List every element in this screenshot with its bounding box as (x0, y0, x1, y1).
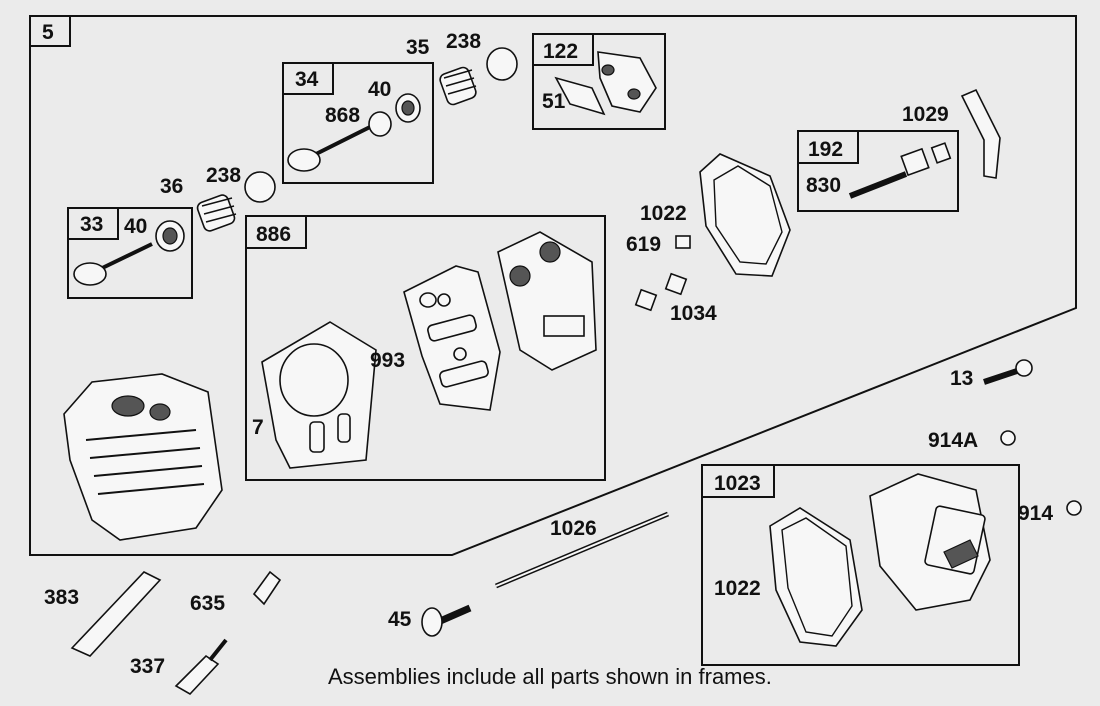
label-51: 51 (542, 90, 566, 113)
valve-stem-34 (307, 125, 371, 160)
label-40a: 40 (368, 78, 391, 101)
label-1034: 1034 (670, 302, 717, 325)
gasket-993 (403, 265, 501, 411)
frame-1023-label: 1023 (714, 472, 761, 495)
label-635: 635 (190, 592, 225, 615)
bolt-914A (1000, 430, 1016, 446)
breather-122 (597, 51, 657, 113)
frame-122: 122 51 (532, 33, 666, 130)
tappet-45 (436, 604, 472, 626)
valve-cap-238b (244, 171, 276, 203)
label-238a: 238 (446, 30, 481, 53)
frame-33: 33 40 (67, 207, 193, 299)
label-914: 914 (1018, 502, 1053, 525)
main-assembly-frame (29, 15, 1077, 556)
label-238b: 238 (206, 164, 241, 187)
label-993: 993 (370, 349, 405, 372)
label-1029: 1029 (902, 103, 949, 126)
label-1022b: 1022 (714, 577, 761, 600)
label-7: 7 (252, 416, 264, 439)
frame-5-tab (29, 15, 71, 47)
label-830: 830 (806, 174, 841, 197)
valve-head-33 (73, 262, 107, 286)
stud-830 (848, 171, 908, 199)
rocker-gasket-1022b (769, 507, 863, 647)
spark-plug-337 (174, 654, 220, 696)
valve-cap-238a (486, 47, 518, 81)
frame-886: 886 7 993 (245, 215, 606, 481)
label-35: 35 (406, 36, 430, 59)
frame-122-label: 122 (543, 40, 578, 63)
label-13: 13 (950, 367, 973, 390)
valve-seal-868 (368, 111, 392, 137)
frame-34-label: 34 (295, 68, 319, 91)
label-1026: 1026 (550, 517, 597, 540)
bolt-13 (983, 367, 1021, 385)
label-383: 383 (44, 586, 79, 609)
clip-1034a (664, 272, 688, 296)
label-914A: 914A (928, 429, 978, 452)
valve-spring-35 (439, 66, 477, 106)
frame-34: 34 868 40 (282, 62, 434, 184)
frame-33-label: 33 (80, 213, 103, 236)
label-45: 45 (388, 608, 412, 631)
rocker-gasket-1022a (699, 153, 791, 277)
frame-192-label: 192 (808, 138, 843, 161)
label-868: 868 (325, 104, 360, 127)
gasket-51 (554, 76, 606, 116)
clip-1034b (634, 288, 658, 312)
label-36: 36 (160, 175, 183, 198)
bolt-914 (1066, 500, 1082, 516)
valve-head-34 (287, 148, 321, 172)
caption: Assemblies include all parts shown in fr… (328, 664, 772, 689)
cylinder-head (63, 373, 223, 541)
tool-383 (70, 571, 162, 657)
label-1022a: 1022 (640, 202, 687, 225)
frame-5-label: 5 (42, 21, 54, 44)
label-619: 619 (626, 233, 661, 256)
pivot-192 (900, 147, 930, 177)
frame-886-label: 886 (256, 223, 291, 246)
rocker-arm-1029 (960, 88, 1001, 179)
frame-1023: 1023 1022 (701, 464, 1020, 666)
label-40b: 40 (124, 215, 147, 238)
part-635 (252, 570, 282, 606)
frame-192: 192 830 (797, 130, 959, 212)
label-337: 337 (130, 655, 165, 678)
nut-619 (675, 235, 691, 249)
valve-spring-36 (196, 194, 237, 232)
